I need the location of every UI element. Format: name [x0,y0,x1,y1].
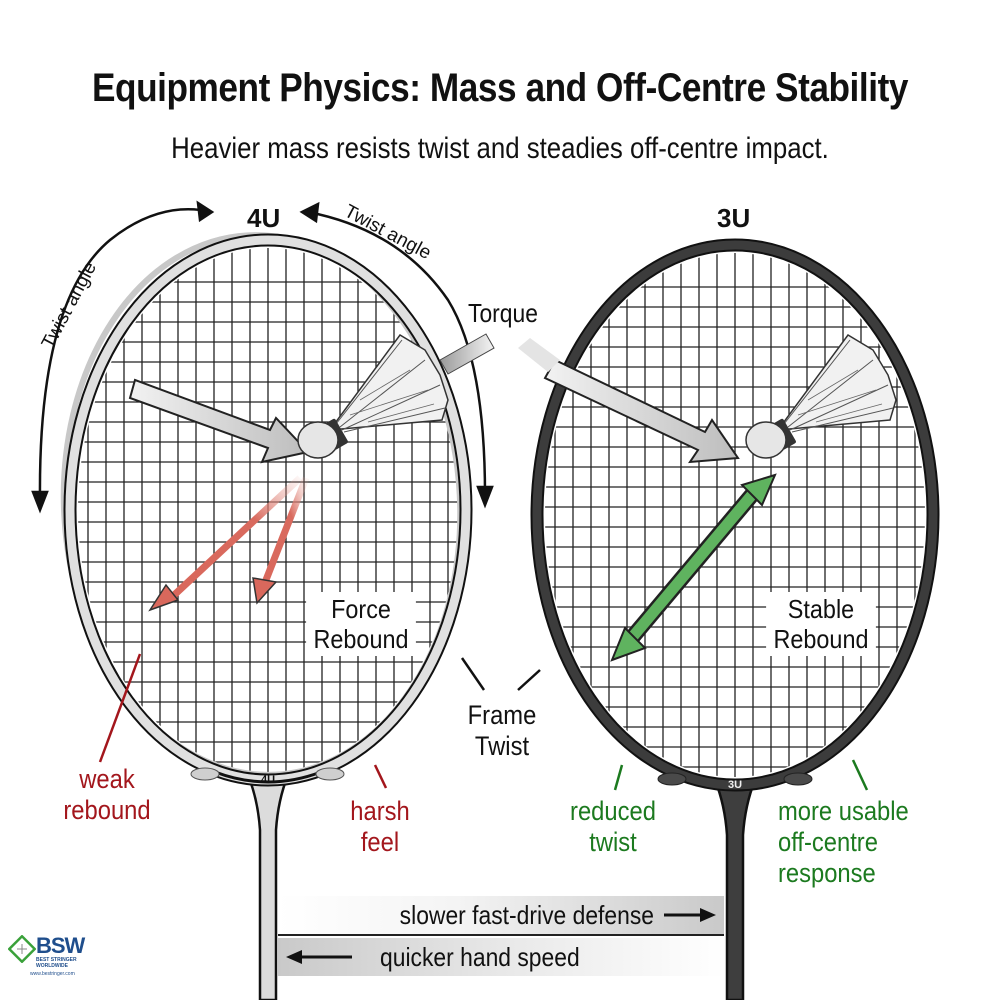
weight-class-4u: 4U [247,203,281,233]
page-subtitle: Heavier mass resists twist and steadies … [171,132,829,165]
logo-url: www.bestringer.com [30,971,75,977]
impact-arrow-right [543,358,740,464]
weak-rebound-line1: weak [79,764,135,794]
harsh-feel-line1: harsh [350,796,410,826]
weak-rebound-line2: rebound [63,795,151,825]
torque-bar-right [518,338,560,372]
twist-angle-label-right: Twist angle [341,201,435,264]
force-rebound-line2: Rebound [313,624,409,654]
frame-twist-line2: Twist [474,731,530,761]
force-rebound-label: Force Rebound [306,592,416,656]
frame-twist-label: Frame Twist [458,700,546,762]
quicker-hand-speed-label: quicker hand speed [380,942,580,972]
arrow-right-icon [664,908,716,922]
reduced-twist-line1: reduced [570,796,656,826]
weak-rebound-callout: weak rebound [50,764,164,826]
harsh-feel-callout: harsh feel [336,796,424,858]
weak-rebound-arrows [148,475,310,612]
usable-line3: response [778,858,876,888]
slower-defense-label: slower fast-drive defense [399,900,654,930]
reduced-twist-callout: reduced twist [556,796,670,858]
throat-label-3u: 3U [728,779,742,791]
usable-response-callout: more usable off-centre response [778,796,941,889]
racquet-4u [60,232,473,1000]
arrow-left-icon [286,950,352,964]
shuttlecock-left [297,334,449,459]
stable-rebound-line2: Rebound [773,624,869,654]
impact-arrow-left [128,378,310,464]
stable-rebound-arrow [610,473,777,662]
twist-angle-label-left: Twist angle [38,259,101,353]
racquet-3u [530,238,940,1000]
torque-label: Torque [468,298,538,328]
page-title: Equipment Physics: Mass and Off-Centre S… [91,66,909,110]
stable-rebound-line1: Stable [787,594,855,624]
frame-twist-line1: Frame [467,700,537,730]
bsw-logo: BSW BEST STRINGER WORLDWIDE www.bestring… [8,933,88,983]
force-rebound-line1: Force [331,594,391,624]
slower-defense-bar: slower fast-drive defense [278,896,724,936]
shuttlecock-right [745,334,897,459]
logo-tagline: BEST STRINGER WORLDWIDE [36,957,77,969]
torque-bar-left [439,333,495,375]
harsh-feel-line2: feel [360,827,400,857]
usable-line1: more usable [778,796,909,826]
callout-lines [98,653,869,791]
stable-rebound-label: Stable Rebound [766,592,876,656]
usable-line2: off-centre [778,827,878,857]
twist-angle-arrows [31,200,494,514]
quicker-hand-speed-bar: quicker hand speed [278,938,724,976]
weight-class-3u: 3U [717,203,751,233]
logo-text: BSW [36,933,85,958]
logo-racquet-icon [8,935,36,963]
throat-label-4u: 4U [261,774,275,786]
reduced-twist-line2: twist [589,827,637,857]
